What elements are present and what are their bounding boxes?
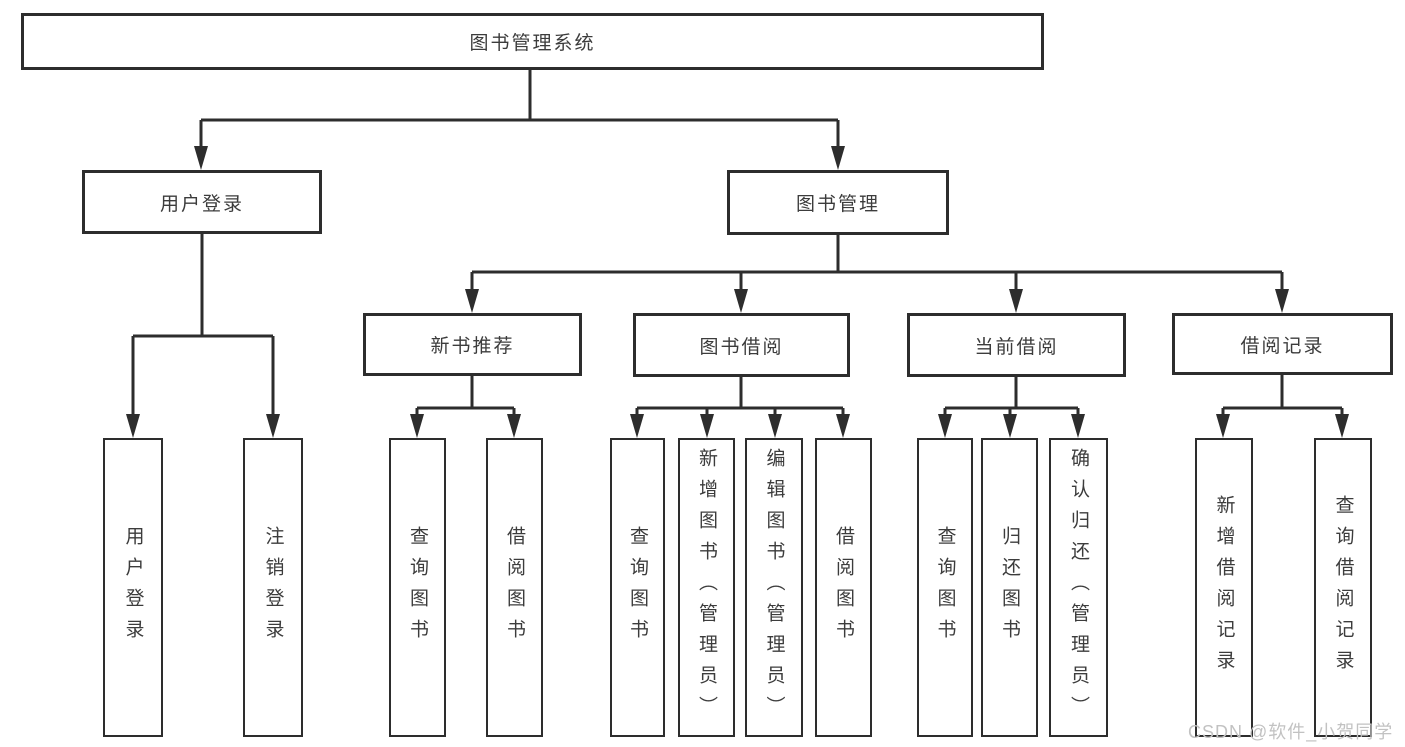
leaf-query-borrow-record: 查询借阅记录 bbox=[1314, 438, 1372, 737]
leaf-add-books-admin-label: 新增图书（管理员） bbox=[696, 448, 717, 727]
leaf-query-books-recommend: 查询图书 bbox=[389, 438, 446, 737]
connector-current-borrowing bbox=[938, 377, 1085, 438]
leaf-add-books-admin: 新增图书（管理员） bbox=[678, 438, 735, 737]
connector-book-management bbox=[465, 235, 1289, 313]
connector-book-borrowing bbox=[630, 377, 850, 438]
node-book-management: 图书管理 bbox=[727, 170, 949, 235]
leaf-return-books-label: 归还图书 bbox=[999, 525, 1020, 650]
leaf-borrow-books-borrowing: 借阅图书 bbox=[815, 438, 872, 737]
leaf-query-books-current: 查询图书 bbox=[917, 438, 973, 737]
leaf-query-borrow-record-label: 查询借阅记录 bbox=[1332, 494, 1354, 681]
node-user-login-label: 用户登录 bbox=[159, 193, 244, 215]
node-root: 图书管理系统 bbox=[21, 13, 1044, 70]
leaf-user-login: 用户登录 bbox=[103, 438, 163, 737]
node-book-borrowing: 图书借阅 bbox=[633, 313, 850, 377]
node-current-borrowing: 当前借阅 bbox=[907, 313, 1126, 377]
node-borrowing-records: 借阅记录 bbox=[1172, 313, 1393, 375]
connector-new-book-recommend bbox=[410, 376, 521, 438]
leaf-edit-books-admin: 编辑图书（管理员） bbox=[745, 438, 803, 737]
leaf-edit-books-admin-label: 编辑图书（管理员） bbox=[763, 448, 785, 727]
leaf-add-borrow-record: 新增借阅记录 bbox=[1195, 438, 1253, 737]
leaf-query-books-borrowing: 查询图书 bbox=[610, 438, 665, 737]
leaf-confirm-return-admin-label: 确认归还（管理员） bbox=[1068, 448, 1089, 727]
node-root-label: 图书管理系统 bbox=[469, 33, 596, 54]
node-new-book-recommend: 新书推荐 bbox=[363, 313, 582, 376]
watermark: CSDN @软件_小贺同学 bbox=[1188, 722, 1394, 742]
leaf-logout-label: 注销登录 bbox=[262, 525, 284, 650]
node-user-login: 用户登录 bbox=[82, 170, 322, 234]
node-borrowing-records-label: 借阅记录 bbox=[1240, 335, 1325, 357]
connector-borrowing-records bbox=[1216, 375, 1349, 438]
leaf-confirm-return-admin: 确认归还（管理员） bbox=[1049, 438, 1108, 737]
node-current-borrowing-label: 当前借阅 bbox=[974, 336, 1059, 358]
leaf-borrow-books-borrowing-label: 借阅图书 bbox=[833, 525, 854, 650]
connector-root bbox=[194, 70, 845, 170]
leaf-borrow-books-recommend-label: 借阅图书 bbox=[504, 525, 525, 650]
leaf-logout: 注销登录 bbox=[243, 438, 303, 737]
leaf-return-books: 归还图书 bbox=[981, 438, 1038, 737]
node-new-book-recommend-label: 新书推荐 bbox=[430, 336, 515, 357]
leaf-query-books-recommend-label: 查询图书 bbox=[407, 525, 428, 650]
connector-user-login bbox=[126, 234, 280, 438]
node-book-management-label: 图书管理 bbox=[795, 194, 880, 215]
leaf-query-books-borrowing-label: 查询图书 bbox=[627, 525, 648, 650]
leaf-query-books-current-label: 查询图书 bbox=[934, 525, 956, 650]
node-book-borrowing-label: 图书借阅 bbox=[699, 336, 784, 358]
leaf-add-borrow-record-label: 新增借阅记录 bbox=[1213, 494, 1235, 681]
leaf-user-login-label: 用户登录 bbox=[122, 525, 144, 650]
leaf-borrow-books-recommend: 借阅图书 bbox=[486, 438, 543, 737]
